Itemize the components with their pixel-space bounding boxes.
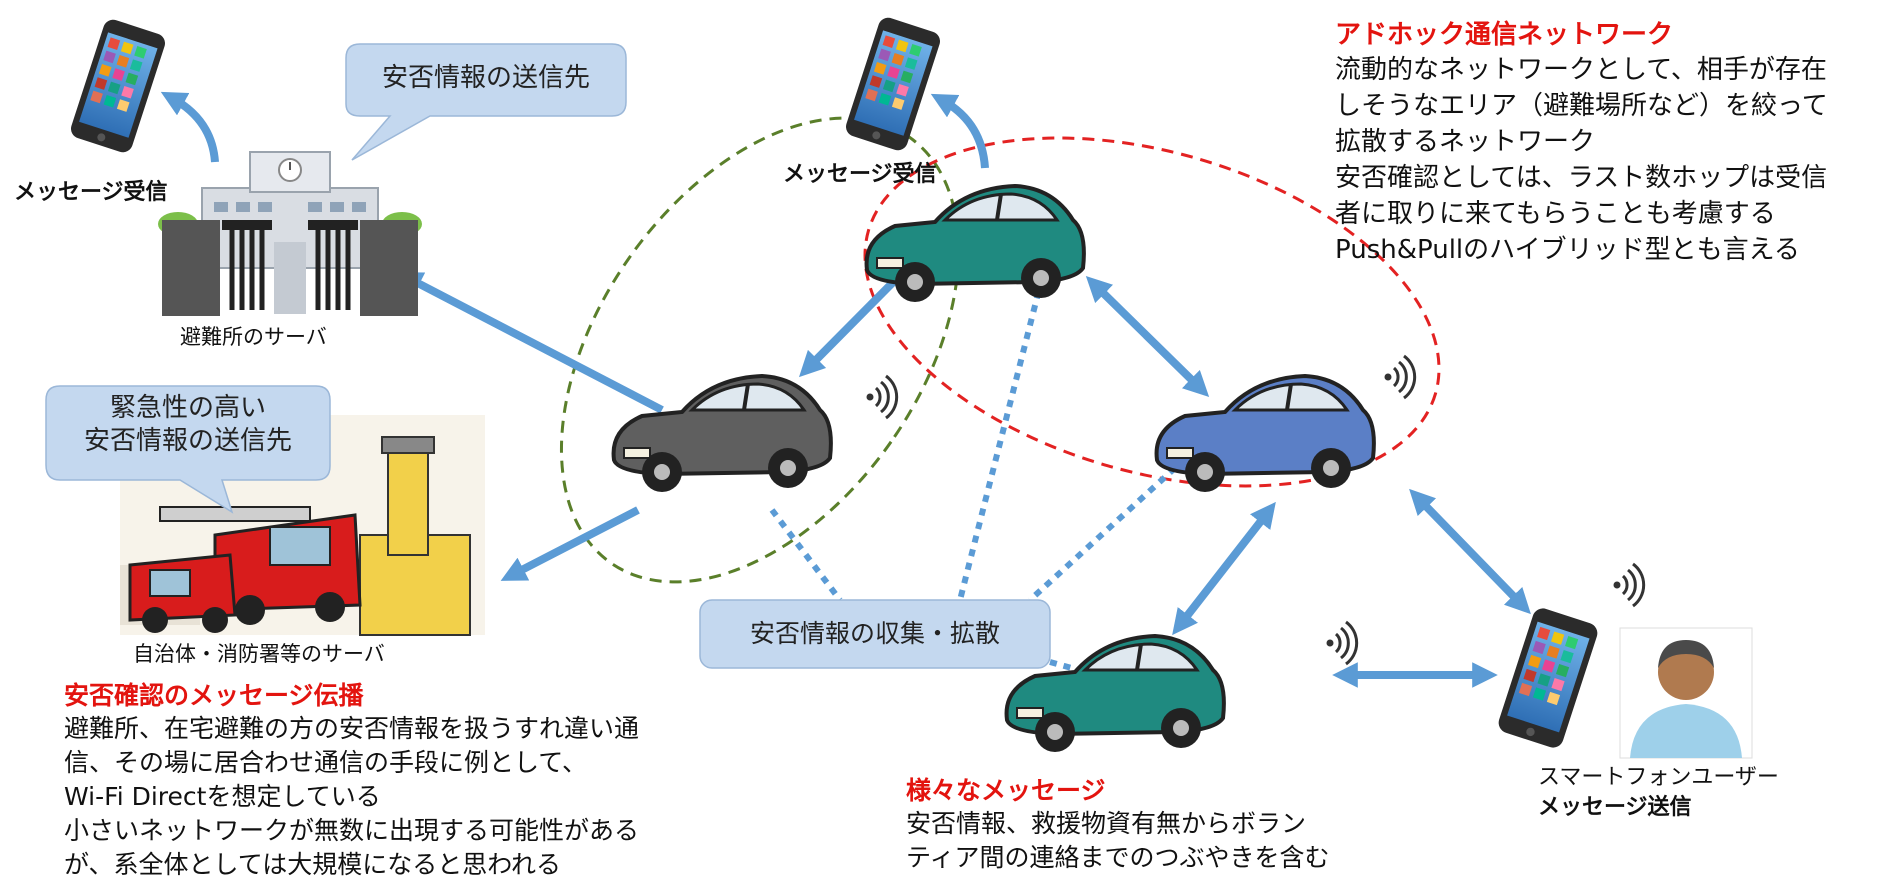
adhoc-line: しそうなエリア（避難場所など）を絞って <box>1335 91 1828 121</box>
adhoc-line: 拡散するネットワーク <box>1335 127 1596 157</box>
propagation-panel: 安否確認のメッセージ伝播 避難所、在宅避難の方の安否情報を扱うすれ違い通 信、そ… <box>64 680 784 882</box>
shelter-building-icon <box>158 151 422 316</box>
propagation-title: 安否確認のメッセージ伝播 <box>64 681 364 710</box>
bubble-collect-text: 安否情報の収集・拡散 <box>749 619 1000 648</box>
bubble-destination <box>345 43 627 161</box>
propagation-line: 信、その場に居合わせ通信の手段に例として、 <box>64 748 588 777</box>
user-avatar-icon <box>1619 627 1753 759</box>
smartphone-icon <box>1495 605 1601 751</box>
wifi-signal-icon <box>1383 354 1417 400</box>
propagation-line: Wi-Fi Directを想定している <box>64 782 381 811</box>
bubble-urgent-text: 緊急性の高い 安否情報の送信先 <box>46 392 330 457</box>
msg-receive-left-label: メッセージ受信 <box>14 180 168 205</box>
car-icon <box>864 184 1086 304</box>
wifi-signal-icon <box>865 374 899 420</box>
car-icon <box>1154 374 1376 494</box>
red-adhoc-ellipse <box>863 136 1441 488</box>
bubble-destination-text: 安否情報の送信先 <box>381 63 590 93</box>
shelter-server-label: 避難所のサーバ <box>180 325 327 349</box>
car-icon <box>611 374 833 494</box>
adhoc-line: 者に取りに来てもらうことも考慮する <box>1335 199 1776 229</box>
smartphone-icon <box>68 17 168 155</box>
adhoc-line: 安否確認としては、ラスト数ホップは受信 <box>1335 163 1828 193</box>
msg-send-label: メッセージ送信 <box>1538 795 1692 820</box>
adhoc-title: アドホック通信ネットワーク <box>1335 20 1674 50</box>
bubble-urgent-line2: 安否情報の送信先 <box>83 425 292 456</box>
messages-title: 様々なメッセージ <box>906 776 1106 805</box>
messages-line: 安否情報、救援物資有無からボラン <box>906 809 1307 838</box>
propagation-line: 小さいネットワークが無数に出現する可能性がある <box>64 816 640 845</box>
wifi-signal-icon <box>1612 562 1646 608</box>
bubble-urgent <box>45 385 331 514</box>
smartphone-user-label: スマートフォンユーザー <box>1538 765 1779 790</box>
adhoc-line: Push&Pullのハイブリッド型とも言える <box>1335 235 1800 265</box>
adhoc-line: 流動的なネットワークとして、相手が存在 <box>1335 55 1827 85</box>
arrows <box>160 91 1531 688</box>
wifi-signal-icon <box>1325 620 1359 666</box>
green-network-ellipse <box>559 116 961 584</box>
msg-receive-center-label: メッセージ受信 <box>783 162 937 187</box>
fire-server-label: 自治体・消防署等のサーバ <box>133 642 385 666</box>
bubble-collect <box>699 599 1051 669</box>
adhoc-panel: アドホック通信ネットワーク 流動的なネットワークとして、相手が存在 しそうなエリ… <box>1335 18 1900 268</box>
smartphone-icon <box>843 15 943 153</box>
propagation-line: 避難所、在宅避難の方の安否情報を扱うすれ違い通 <box>64 714 640 743</box>
messages-panel: 様々なメッセージ 安否情報、救援物資有無からボラン ティア間の連絡までのつぶやき… <box>906 775 1386 875</box>
propagation-line: が、系全体としては大規模になると思われる <box>64 850 562 879</box>
bubble-urgent-line1: 緊急性の高い <box>109 393 266 423</box>
messages-line: ティア間の連絡までのつぶやきを含む <box>906 843 1330 872</box>
